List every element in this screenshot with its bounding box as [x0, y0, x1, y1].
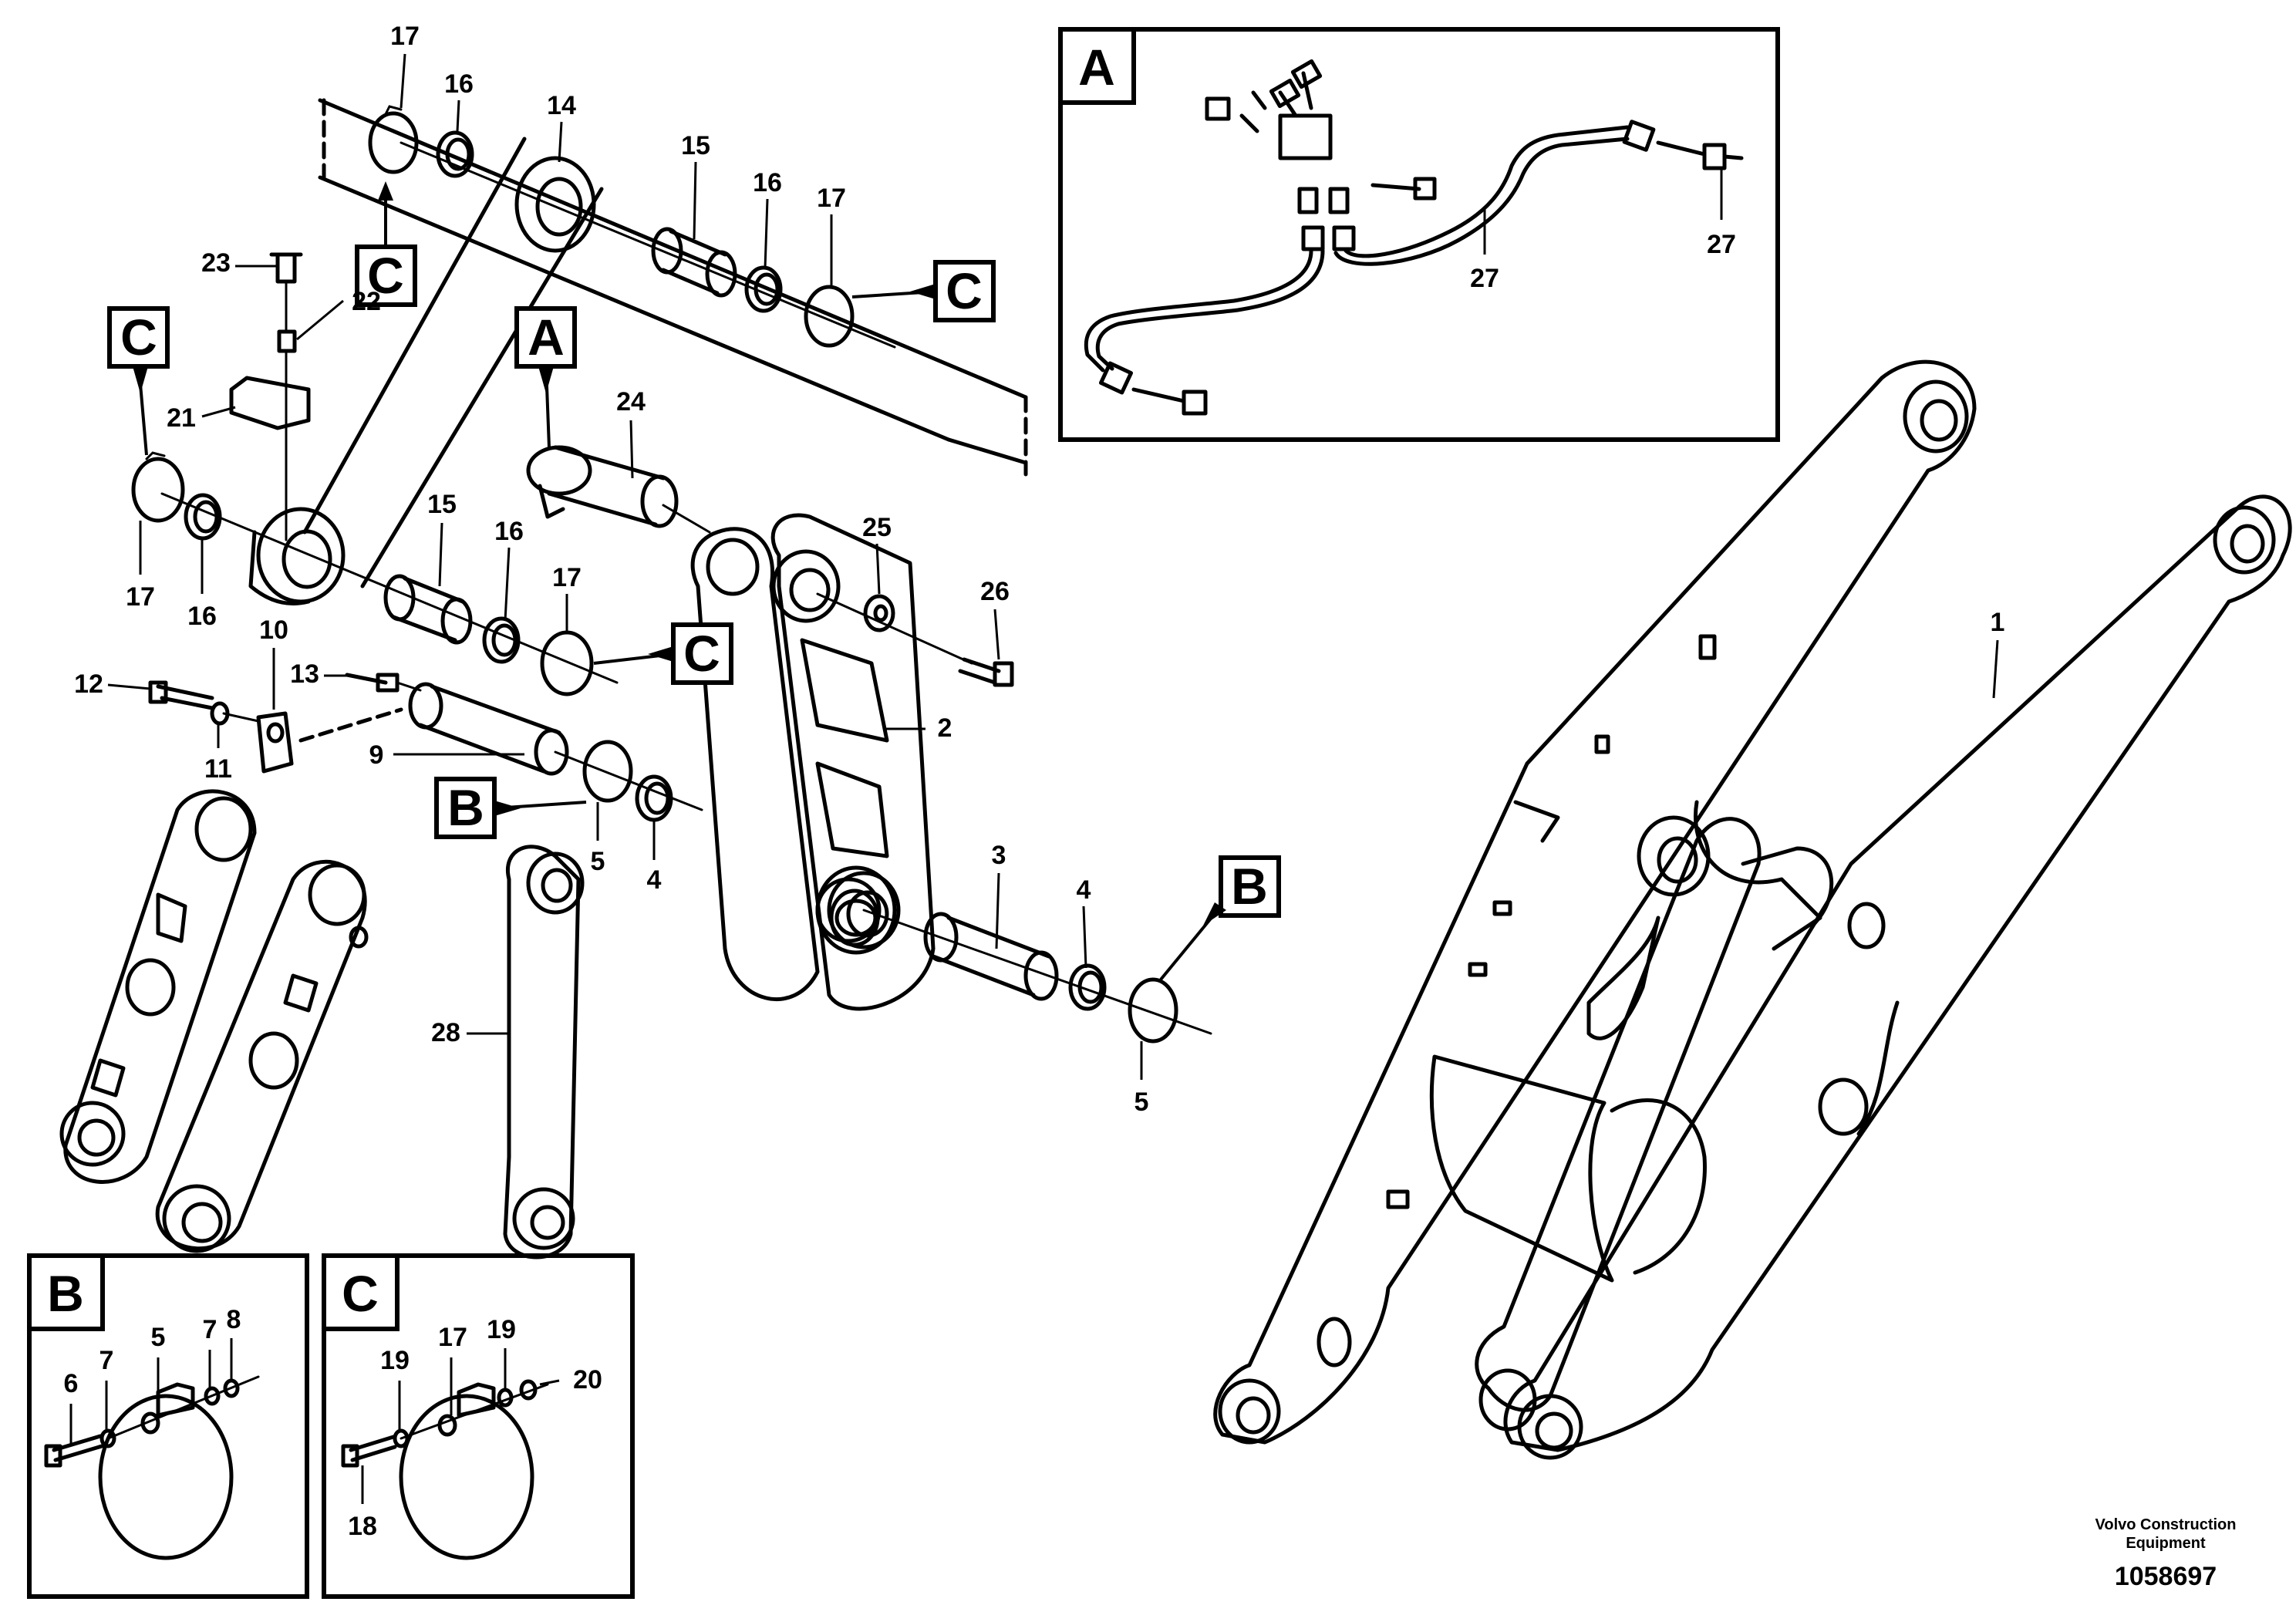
- callout-16-top-right: 16: [753, 168, 782, 197]
- detail-b-callout-7-right: 7: [203, 1315, 217, 1344]
- callout-4-right: 4: [1077, 875, 1091, 905]
- ref-tag-b-left: B: [447, 779, 484, 836]
- callout-16-lower: 16: [494, 517, 524, 546]
- link-28: [503, 845, 585, 1259]
- callout-5-middle: 5: [591, 847, 605, 876]
- callout-14: 14: [547, 91, 576, 120]
- grease-bracket: [229, 252, 311, 541]
- footer: Volvo Construction Equipment 1058697: [2095, 1516, 2237, 1591]
- detail-c-panel: C 18 19 17 19 20: [322, 1253, 635, 1599]
- callout-21: 21: [167, 403, 196, 433]
- callout-11: 11: [204, 754, 232, 784]
- upper-link: [248, 98, 1028, 605]
- ref-tag-c-top: C: [367, 247, 404, 304]
- callout-10: 10: [259, 615, 288, 645]
- detail-c-callout-19-right: 19: [487, 1315, 516, 1344]
- callout-12: 12: [74, 669, 103, 699]
- callout-17-top-right: 17: [817, 184, 846, 213]
- link-arm-14: [302, 137, 604, 588]
- drawing-number: 1058697: [2115, 1562, 2217, 1591]
- detail-b-callout-7-left: 7: [99, 1346, 114, 1375]
- circlip-ring: [399, 1394, 534, 1560]
- circlip-ring: [98, 1394, 234, 1560]
- callout-23: 23: [201, 248, 231, 278]
- ref-tag-c-right: C: [946, 262, 983, 319]
- detail-c-callout-18: 18: [348, 1512, 377, 1541]
- publisher-credit-line2: Equipment: [2126, 1535, 2206, 1552]
- top-pin-assembly: [368, 105, 896, 349]
- block-bolt: [1371, 183, 1421, 191]
- pin-24: [526, 445, 711, 534]
- detail-c-callout-19-left: 19: [380, 1346, 410, 1375]
- hydraulic-tube-right: [1344, 125, 1630, 258]
- distribution-block: [1278, 113, 1333, 160]
- callout-4-middle: 4: [647, 865, 662, 895]
- detail-c-title: C: [342, 1265, 379, 1322]
- callout-1: 1: [1991, 608, 2005, 637]
- callout-17-top: 17: [390, 22, 420, 51]
- callout-5-right: 5: [1135, 1088, 1149, 1117]
- detail-b-panel: B 6 7 5 7 8: [27, 1253, 309, 1599]
- detail-b-callout-6: 6: [64, 1369, 79, 1398]
- callout-15-lower: 15: [427, 490, 457, 519]
- lower-pin-assembly: [862, 909, 1212, 1044]
- detail-a-panel: A 27 27: [1058, 27, 1780, 442]
- detail-c-callout-20: 20: [573, 1365, 602, 1394]
- ref-tag-c-middle: C: [683, 625, 720, 682]
- ref-tag-a: A: [528, 309, 565, 366]
- lift-arm-1: [1213, 359, 2292, 1460]
- callout-13: 13: [290, 659, 319, 689]
- callout-22: 22: [352, 287, 381, 316]
- callout-9: 9: [369, 740, 384, 770]
- callout-27-fitting: 27: [1707, 230, 1736, 259]
- ref-tag-c-left: C: [120, 309, 157, 366]
- loose-links: [59, 789, 369, 1253]
- reference-tags: C C C C A B B: [107, 181, 1281, 981]
- callout-27-line: 27: [1470, 264, 1499, 293]
- detail-b-callout-8: 8: [227, 1305, 241, 1334]
- front-pin-assembly: [148, 673, 703, 822]
- callout-25: 25: [862, 513, 892, 542]
- callout-28: 28: [431, 1018, 460, 1047]
- callout-16-top: 16: [444, 69, 474, 99]
- callout-17-lower: 17: [552, 563, 582, 592]
- callout-24: 24: [616, 387, 646, 416]
- publisher-credit-line1: Volvo Construction: [2095, 1516, 2237, 1533]
- detail-b-title: B: [47, 1265, 84, 1322]
- lever-2: [690, 513, 1014, 1011]
- block-fittings: [1239, 71, 1313, 133]
- callout-16-left: 16: [187, 602, 217, 631]
- callout-17-left: 17: [126, 582, 155, 612]
- callout-2: 2: [938, 713, 952, 743]
- detail-a-title: A: [1078, 39, 1115, 96]
- detail-b-callout-5: 5: [151, 1323, 166, 1352]
- detail-c-callout-17: 17: [438, 1323, 467, 1352]
- callouts: 17 16 14 15 16 17 23 22 21 24 15 16: [74, 22, 2004, 1117]
- callout-15-top: 15: [681, 131, 710, 160]
- callout-3: 3: [992, 841, 1006, 870]
- hydraulic-tube-left: [1084, 248, 1313, 373]
- callout-26: 26: [980, 577, 1010, 606]
- ref-tag-b-right: B: [1231, 858, 1268, 915]
